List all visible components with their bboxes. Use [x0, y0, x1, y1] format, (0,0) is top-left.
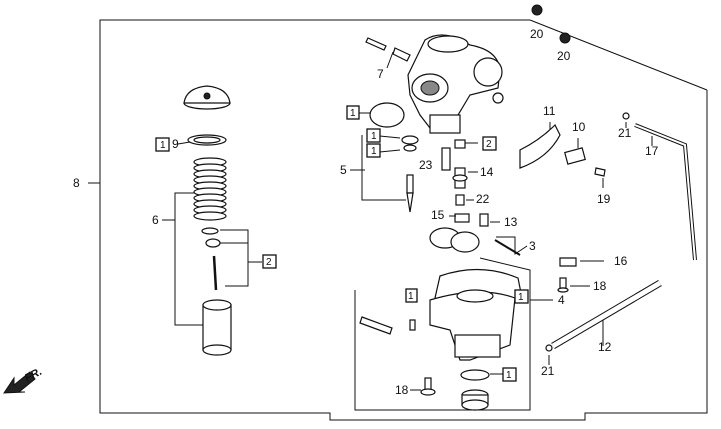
body-o-ring [369, 102, 405, 128]
chamber-o-ring [460, 369, 490, 381]
boxed-ref-2-mid: 2 [482, 136, 497, 151]
callout-4: 4 [558, 293, 565, 307]
svg-text:1: 1 [518, 292, 524, 303]
callout-17: 17 [645, 144, 659, 158]
needle-jet-holder [452, 139, 468, 189]
svg-text:1: 1 [408, 291, 414, 302]
boxed-ref-1-top: 1 [346, 105, 360, 120]
air-vent-screw [559, 257, 577, 267]
drain-plug [461, 389, 489, 411]
mount-bolt [557, 277, 569, 293]
callout-19: 19 [597, 192, 611, 206]
svg-text:2: 2 [266, 257, 272, 268]
callout-9: 9 [172, 137, 179, 151]
callout-12: 12 [598, 340, 612, 354]
callout-10: 10 [572, 120, 586, 134]
overflow-tube [634, 123, 697, 261]
callout-22: 22 [476, 192, 490, 206]
cap-nut-upper [531, 4, 543, 16]
callout-11: 11 [543, 104, 556, 118]
callout-23: 23 [419, 158, 433, 172]
bracket-screw [594, 167, 606, 177]
front-direction-arrow [3, 371, 36, 394]
svg-text:1: 1 [371, 131, 377, 142]
callout-13: 13 [504, 215, 518, 229]
float-pin [494, 239, 521, 256]
chamber-screw [420, 377, 436, 396]
float [429, 213, 480, 253]
callout-8: 8 [73, 176, 80, 190]
svg-text:1: 1 [371, 146, 377, 157]
callout-18-right: 18 [593, 279, 607, 293]
cap-nut-lower [559, 32, 571, 44]
callout-21-upper: 21 [618, 126, 632, 140]
front-direction-label: FR. [23, 366, 44, 385]
boxed-ref-1-a: 1 [366, 128, 381, 143]
assembly-frame [99, 19, 708, 421]
throttle-valve [202, 299, 232, 356]
carburetor-body [407, 34, 504, 134]
chamber-small-part [409, 319, 416, 331]
hose-clip-lower [545, 344, 553, 352]
callout-18-bottom: 18 [395, 383, 409, 397]
main-jet [455, 194, 465, 206]
throttle-spring [193, 157, 227, 221]
throttle-top-cap [183, 85, 231, 110]
float-chamber-frame [354, 257, 531, 411]
svg-text:2: 2 [486, 139, 492, 150]
pilot-jet [441, 147, 451, 171]
lever-holder [564, 147, 586, 165]
svg-text:1: 1 [160, 140, 166, 151]
boxed-ref-1-e: 1 [502, 367, 517, 382]
callout-21-lower: 21 [541, 364, 555, 378]
choke-lever [519, 123, 561, 169]
drain-screw [359, 316, 393, 335]
air-screw [401, 135, 419, 213]
callout-15: 15 [431, 208, 445, 222]
callout-20-upper: 20 [530, 27, 544, 41]
boxed-ref-1-d: 1 [514, 289, 529, 304]
drain-tube [551, 279, 662, 350]
callout-5: 5 [340, 163, 347, 177]
callout-16: 16 [614, 254, 628, 268]
callout-3: 3 [529, 239, 536, 253]
svg-text:1: 1 [506, 370, 512, 381]
boxed-ref-1-9: 1 [155, 137, 170, 152]
throttle-stop-screw [365, 37, 411, 62]
callout-20-lower: 20 [557, 49, 571, 63]
jet-needle [212, 255, 218, 291]
hose-clip-upper [622, 112, 630, 120]
callout-6: 6 [152, 213, 159, 227]
float-valve [479, 213, 489, 227]
boxed-ref-1-c: 1 [405, 288, 418, 303]
callout-14: 14 [480, 165, 494, 179]
svg-text:1: 1 [350, 108, 356, 119]
needle-clip [201, 227, 221, 248]
boxed-ref-2-left: 2 [262, 254, 277, 269]
callout-7: 7 [377, 67, 384, 81]
boxed-ref-1-b: 1 [366, 143, 381, 158]
float-chamber [429, 289, 516, 361]
